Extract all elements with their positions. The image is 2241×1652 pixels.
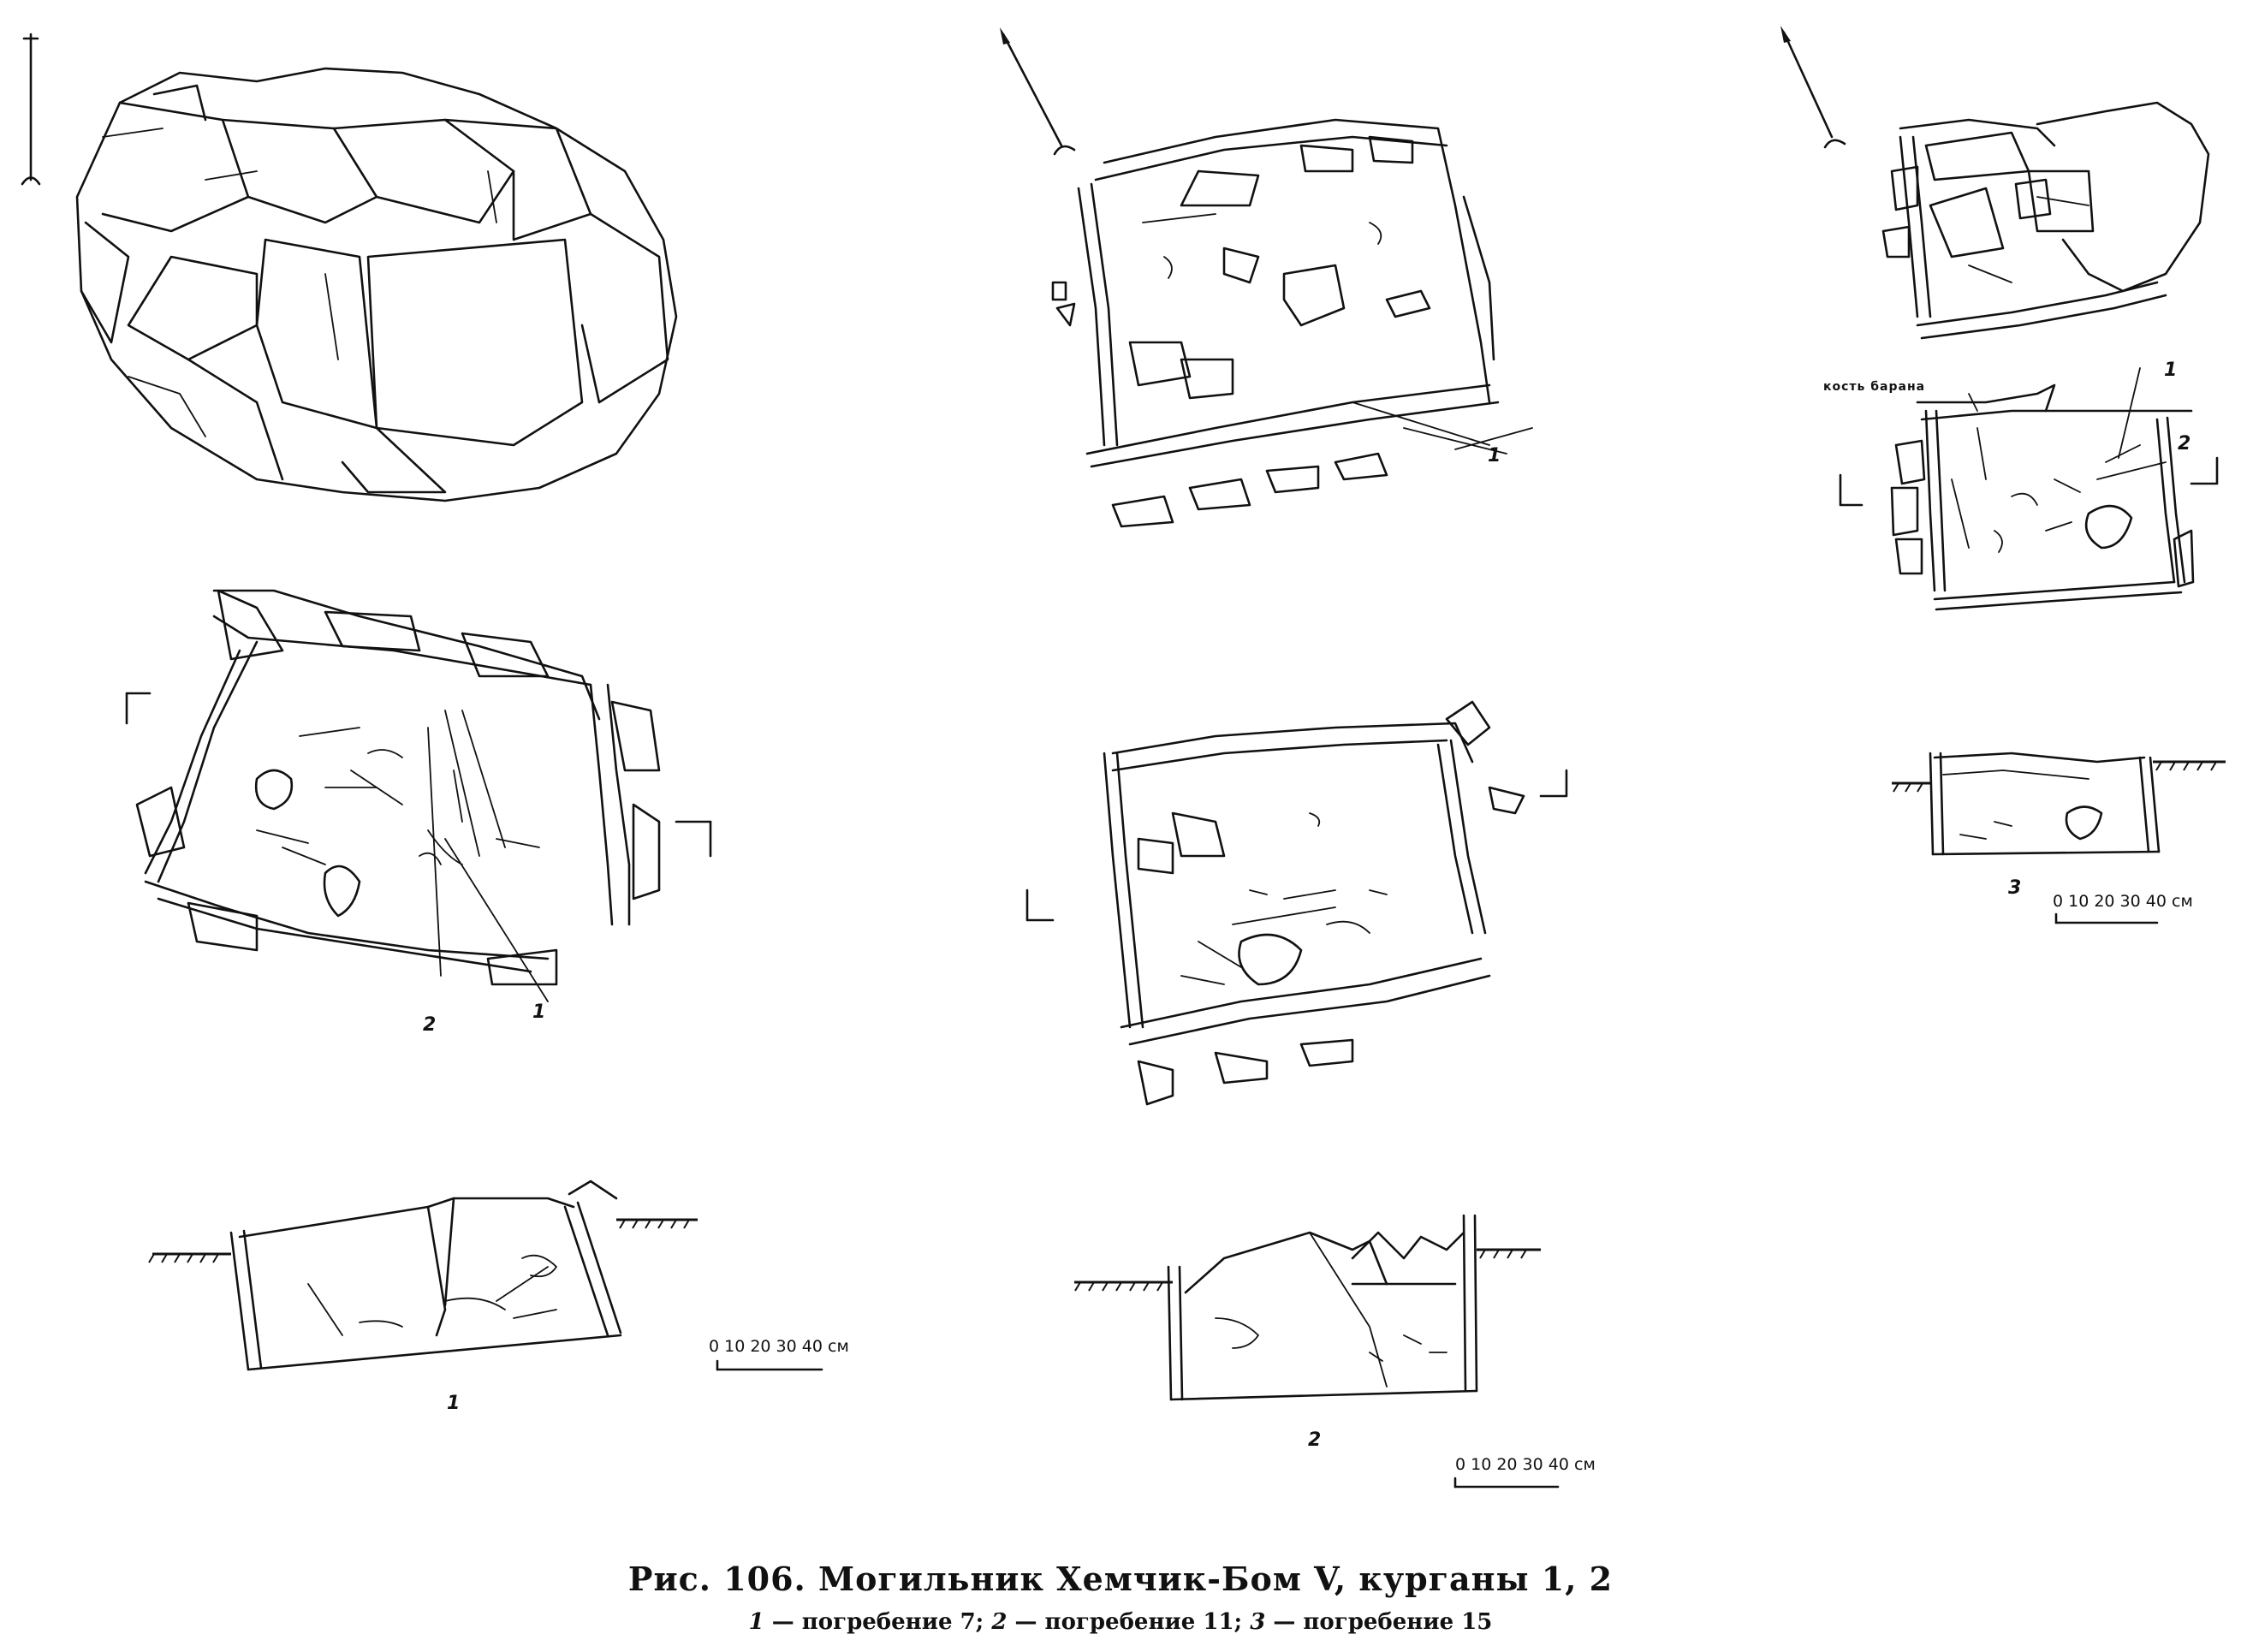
fig3-scale-label: 0 10 20 30 40 см	[2053, 892, 2193, 911]
fig1-section	[148, 1180, 698, 1371]
fig3-north-arrow	[1780, 26, 1846, 149]
fig2-north-arrow	[1000, 27, 1076, 156]
fig1-label-1: 1	[532, 1001, 546, 1023]
figure-caption-legend: 1 — погребение 7; 2 — погребение 11; 3 —…	[0, 1609, 2241, 1635]
legend-num-2: 2	[991, 1609, 1008, 1635]
fig3-label-1: 1	[2164, 360, 2178, 381]
fig3-cist-top-plan	[1881, 101, 2210, 340]
fig2-scale-label: 0 10 20 30 40 см	[1455, 1455, 1596, 1474]
legend-num-3: 3	[1250, 1609, 1266, 1635]
fig2-cist-plan	[1025, 700, 1568, 1106]
fig1-label-2: 2	[423, 1014, 437, 1036]
fig1-number: 1	[447, 1393, 461, 1414]
legend-text-3: — погребение 15	[1265, 1609, 1493, 1635]
legend-num-1: 1	[748, 1609, 764, 1635]
fig3-cist-plan	[1839, 367, 2219, 611]
fig2-scale-bar	[1453, 1477, 1560, 1489]
legend-text-1: — погребение 7;	[764, 1609, 992, 1635]
fig3-label-2: 2	[2178, 433, 2191, 455]
fig3-number: 3	[2008, 877, 2022, 899]
fig2-number: 2	[1308, 1429, 1322, 1451]
fig3-note: кость барана	[1823, 380, 1926, 394]
fig3-scale-bar	[2054, 912, 2159, 924]
fig2-cist-top-plan	[1051, 118, 1533, 528]
fig2-section	[1074, 1214, 1541, 1401]
fig1-cist-plan	[125, 589, 712, 1002]
figure-caption-title: Рис. 106. Могильник Хемчик-Бом V, курган…	[627, 1560, 1614, 1598]
fig3-section	[1892, 752, 2226, 856]
fig1-scale-bar	[716, 1359, 823, 1371]
fig2-label-1: 1	[1488, 445, 1501, 466]
fig1-mound-cover-plan	[75, 67, 678, 502]
fig1-scale-label: 0 10 20 30 40 см	[709, 1337, 849, 1356]
legend-text-2: — погребение 11;	[1007, 1609, 1251, 1635]
fig1-north-arrow	[21, 33, 41, 186]
